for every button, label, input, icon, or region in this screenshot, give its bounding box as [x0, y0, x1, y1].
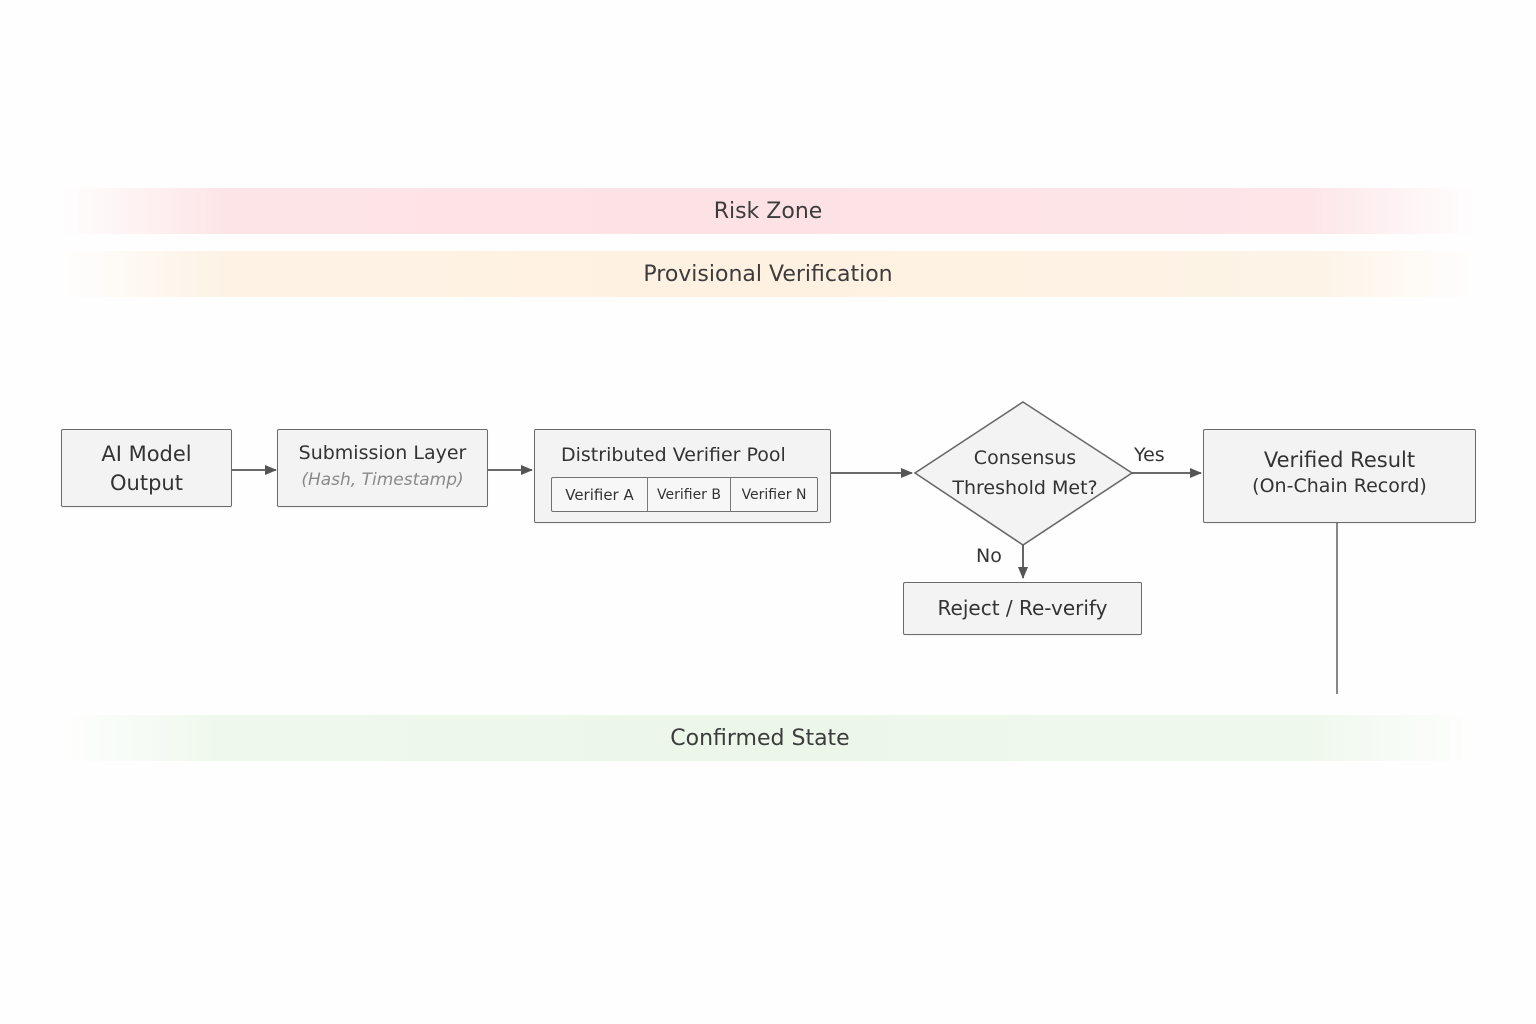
provisional-verification-band: Provisional Verification	[60, 251, 1476, 297]
ai-model-output-line1: AI Model	[101, 442, 192, 466]
reject-reverify-node: Reject / Re-verify	[903, 582, 1142, 635]
confirmed-state-label: Confirmed State	[670, 725, 850, 751]
yes-edge-label: Yes	[1134, 444, 1165, 466]
distributed-verifier-pool-node: Distributed Verifier Pool Verifier A Ver…	[534, 429, 831, 523]
decision-node-text: Consensus Threshold Met?	[916, 443, 1134, 503]
verifier-pool-title: Distributed Verifier Pool	[561, 444, 786, 466]
verified-result-title: Verified Result	[1263, 448, 1416, 472]
verifier-n: Verifier N	[741, 486, 807, 503]
verifier-a: Verifier A	[552, 478, 648, 511]
confirmed-state-band: Confirmed State	[60, 715, 1476, 761]
verified-result-node: Verified Result (On-Chain Record)	[1203, 429, 1476, 523]
ai-model-output-line2: Output	[110, 471, 183, 495]
provisional-verification-label: Provisional Verification	[643, 261, 893, 287]
reject-reverify-label: Reject / Re-verify	[937, 596, 1108, 620]
verified-result-subtitle: (On-Chain Record)	[1252, 475, 1427, 497]
no-edge-label: No	[976, 545, 1002, 567]
decision-line1: Consensus	[973, 447, 1077, 469]
submission-layer-title: Submission Layer	[298, 442, 467, 464]
risk-zone-label: Risk Zone	[713, 198, 823, 224]
risk-zone-band: Risk Zone	[60, 188, 1476, 234]
verifier-list: Verifier A Verifier B Verifier N	[551, 477, 818, 512]
verifier-b: Verifier B	[648, 478, 731, 511]
ai-model-output-node: AI Model Output	[61, 429, 232, 507]
decision-line2: Threshold Met?	[952, 477, 1098, 499]
submission-layer-node: Submission Layer (Hash, Timestamp)	[277, 429, 488, 507]
submission-layer-subtitle: (Hash, Timestamp)	[301, 470, 464, 490]
